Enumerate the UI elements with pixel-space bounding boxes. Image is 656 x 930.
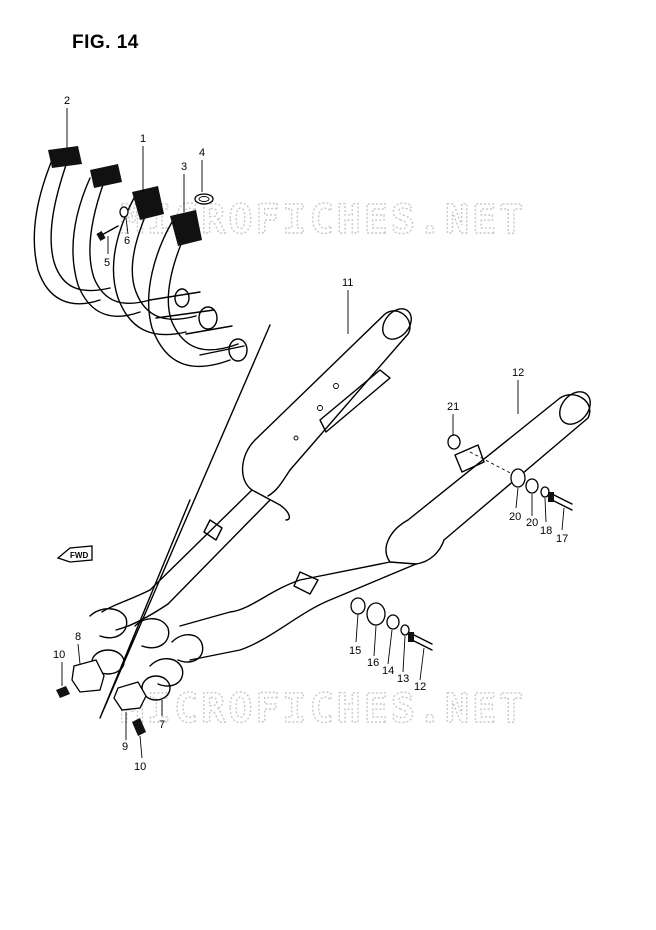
callout-17: 16 bbox=[367, 657, 379, 669]
bolt-part-18 bbox=[551, 493, 573, 511]
bolt-part-10-left bbox=[56, 686, 70, 698]
forward-direction-arrow: FWD bbox=[56, 545, 93, 563]
bolt-part-10-lower bbox=[132, 718, 146, 736]
mount-hardware-right bbox=[350, 597, 433, 651]
callout-19: 18 bbox=[540, 525, 552, 537]
callout-4: 4 bbox=[199, 147, 205, 159]
fwd-label: FWD bbox=[70, 551, 88, 560]
washer-part-15 bbox=[386, 614, 400, 630]
bushing-part-16 bbox=[350, 597, 366, 615]
gasket-part-4 bbox=[194, 193, 214, 205]
joint-pipes bbox=[89, 608, 204, 701]
callout-6: 6 bbox=[124, 235, 130, 247]
callout-18: 17 bbox=[556, 533, 568, 545]
damper-part-20a bbox=[510, 468, 526, 488]
callout-5: 5 bbox=[104, 257, 110, 269]
callout-10-left: 10 bbox=[53, 649, 65, 661]
callout-7: 7 bbox=[159, 719, 165, 731]
callout-15: 14 bbox=[382, 665, 394, 677]
callout-3: 3 bbox=[181, 161, 187, 173]
callout-13: 12 bbox=[414, 681, 426, 693]
clamp-part-9 bbox=[113, 681, 147, 711]
pipe-flanges bbox=[48, 146, 202, 246]
washer-part-6 bbox=[119, 206, 129, 218]
bolt-part-13 bbox=[411, 633, 433, 651]
mount-hardware-left bbox=[447, 434, 573, 511]
callout-20a: 20 bbox=[509, 511, 521, 523]
muffler-part-12 bbox=[179, 391, 591, 661]
callout-2: 2 bbox=[64, 95, 70, 107]
callout-10-lower: 10 bbox=[134, 761, 146, 773]
callout-12: 12 bbox=[512, 367, 524, 379]
callout-20b: 20 bbox=[526, 517, 538, 529]
damper-part-20b bbox=[525, 478, 539, 494]
muffler-part-11 bbox=[101, 308, 412, 631]
callout-16: 15 bbox=[349, 645, 361, 657]
leader-lines bbox=[61, 108, 565, 759]
link-pipe bbox=[99, 324, 271, 719]
exhaust-header-pipes bbox=[33, 159, 248, 368]
nut-part-21 bbox=[447, 434, 461, 450]
watermark-bottom: MICROFICHES.NET bbox=[120, 686, 526, 732]
callout-11: 11 bbox=[342, 277, 353, 289]
callout-21: 21 bbox=[447, 401, 459, 413]
clamp-part-8 bbox=[71, 659, 105, 693]
callout-numbers: 2 1 3 4 5 6 11 12 21 8 10 7 9 10 15 16 1… bbox=[53, 95, 568, 773]
washer-part-14 bbox=[400, 624, 410, 636]
damper-part-17 bbox=[366, 602, 386, 626]
callout-9: 9 bbox=[122, 741, 128, 753]
callout-8: 8 bbox=[75, 631, 81, 643]
figure-title: FIG. 14 bbox=[72, 32, 139, 53]
washer-part-19 bbox=[540, 486, 550, 498]
callout-14: 13 bbox=[397, 673, 409, 685]
callout-1: 1 bbox=[140, 133, 146, 145]
